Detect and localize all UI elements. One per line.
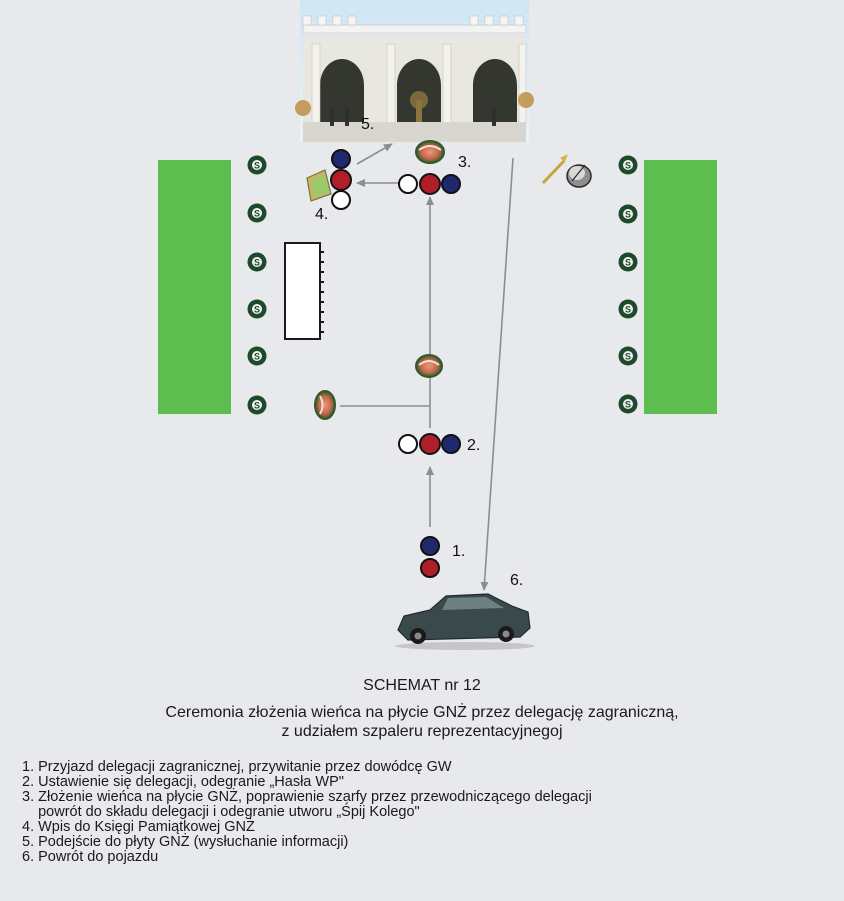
guard-symbol: S xyxy=(254,352,260,362)
guard-symbol: S xyxy=(254,161,260,171)
guard-icon: S xyxy=(247,395,267,415)
legend-item: 4. Wpis do Księgi Pamiątkowej GNŻ xyxy=(22,819,255,835)
guard-symbol: S xyxy=(625,352,631,362)
delegation-group-4 xyxy=(330,149,352,210)
trumpet-and-drum-icon xyxy=(541,154,592,188)
table-icon xyxy=(284,242,324,340)
memorial-book-icon xyxy=(306,169,332,202)
legend-item: 6. Powrót do pojazdu xyxy=(22,849,159,865)
guard-icon: S xyxy=(247,252,267,272)
guard-symbol: S xyxy=(254,209,260,219)
marker-4: 4. xyxy=(315,206,328,223)
guard-icon: S xyxy=(618,394,638,414)
marker-1: 1. xyxy=(452,543,465,560)
left-grass-area xyxy=(158,160,231,414)
marker-5: 5. xyxy=(361,116,374,133)
guard-symbol: S xyxy=(254,401,260,411)
guard-symbol: S xyxy=(625,305,631,315)
wreath-icon xyxy=(415,140,445,164)
ceremony-schematic: 5. S S S S S S S S S S S S xyxy=(158,0,717,650)
marker-2: 2. xyxy=(467,437,480,454)
guard-icon: S xyxy=(618,155,638,175)
guard-row-left: S S S S S S xyxy=(247,155,267,415)
guard-icon: S xyxy=(618,252,638,272)
marker-3: 3. xyxy=(458,154,471,171)
guard-icon: S xyxy=(618,299,638,319)
schematic-title: SCHEMAT nr 12 xyxy=(363,677,481,694)
guard-icon: S xyxy=(247,299,267,319)
guard-icon: S xyxy=(247,155,267,175)
guard-symbol: S xyxy=(254,305,260,315)
guard-symbol: S xyxy=(625,161,631,171)
legend-item: 2. Ustawienie się delegacji, odegranie „… xyxy=(22,774,344,790)
legend-list: 1. Przyjazd delegacji zagranicznej, przy… xyxy=(22,760,592,865)
delegation-group-3 xyxy=(398,173,461,195)
guard-row-right: S S S S S S xyxy=(618,155,638,414)
guard-symbol: S xyxy=(625,258,631,268)
guard-symbol: S xyxy=(625,210,631,220)
wreath-icon xyxy=(314,390,336,420)
delegation-group-1 xyxy=(420,536,440,578)
guard-icon: S xyxy=(618,204,638,224)
right-grass-area xyxy=(644,160,717,414)
guard-symbol: S xyxy=(625,400,631,410)
guard-icon: S xyxy=(247,203,267,223)
car-icon xyxy=(395,593,535,650)
arrow-4-to-5 xyxy=(356,143,393,165)
legend-item: 5. Podejście do płyty GNŻ (wysłuchanie i… xyxy=(22,834,349,850)
schematic-subtitle-line-2: z udziałem szpaleru reprezentacyjnegoj xyxy=(281,723,563,740)
movement-arrows xyxy=(340,143,514,591)
marker-6: 6. xyxy=(510,572,523,589)
schematic-subtitle-line-1: Ceremonia złożenia wieńca na płycie GNŻ … xyxy=(165,704,679,721)
guard-symbol: S xyxy=(254,258,260,268)
guard-icon: S xyxy=(618,346,638,366)
guard-icon: S xyxy=(247,346,267,366)
legend-item: 3. Złożenie wieńca na płycie GNŻ, popraw… xyxy=(22,789,592,805)
arrow-5-to-6 xyxy=(480,157,514,591)
delegation-group-2 xyxy=(398,433,461,455)
wreath-icon xyxy=(415,354,443,378)
tomb-building-image xyxy=(295,0,534,142)
legend-item: powrót do składu delegacji i odegranie u… xyxy=(22,804,420,820)
legend-item: 1. Przyjazd delegacji zagranicznej, przy… xyxy=(22,759,452,775)
